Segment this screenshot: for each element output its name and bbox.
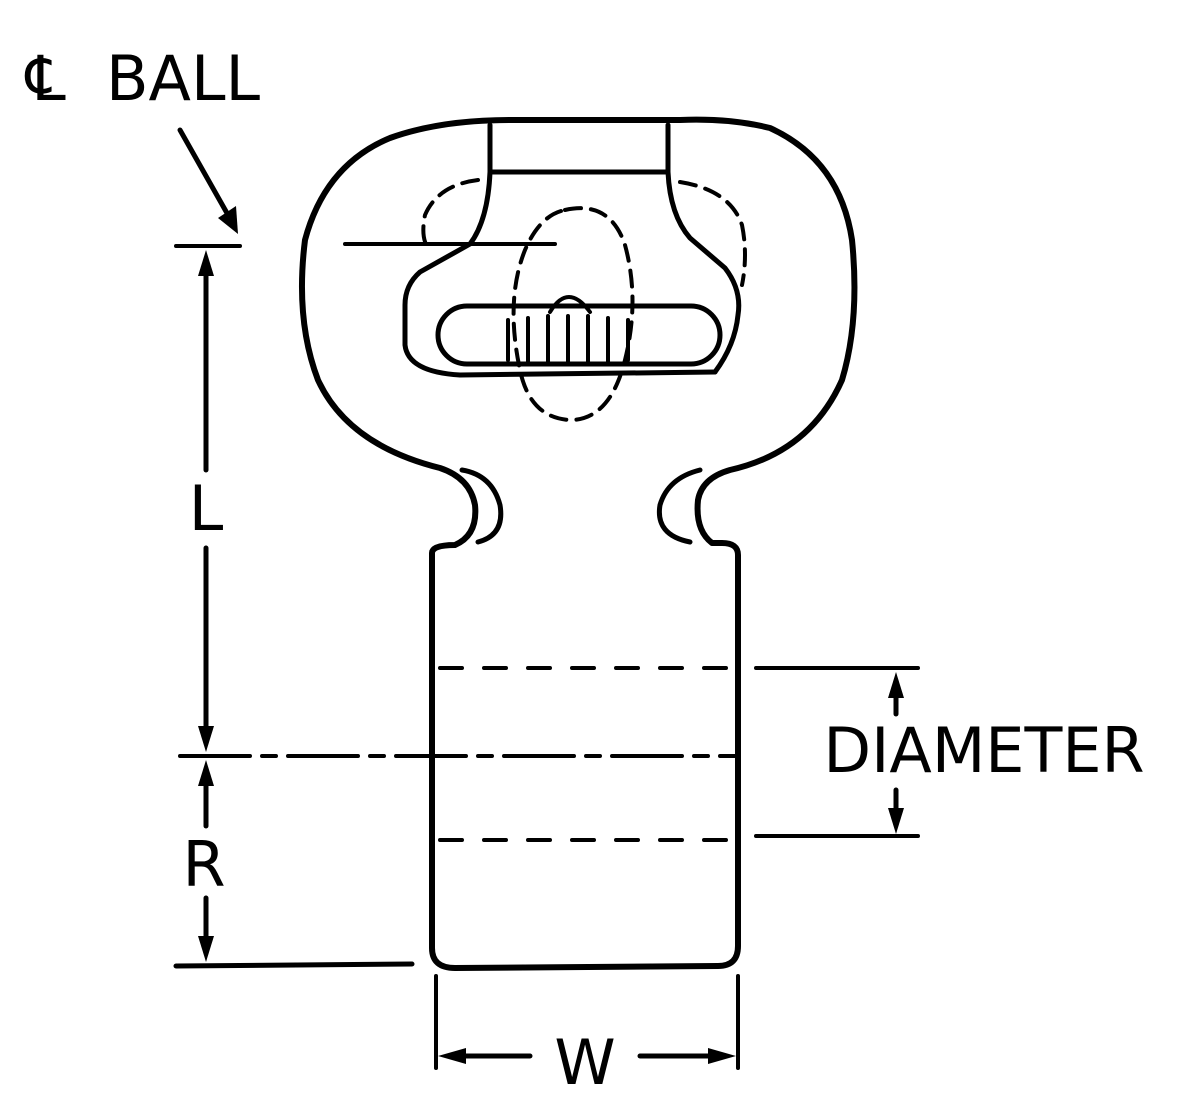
cotter-slot (435, 303, 723, 367)
width-arrow-left (438, 1048, 466, 1064)
part-outline (299, 116, 858, 971)
width-arrow-right (708, 1048, 736, 1064)
diameter-arrow-top (888, 672, 904, 698)
length-arrow-top (198, 250, 214, 276)
ball-leader-line (177, 127, 235, 225)
right-shoulder-relief (656, 467, 703, 545)
radius-arrow-top (198, 760, 214, 786)
ball-label: BALL (106, 42, 260, 115)
radius-arrow-bottom (198, 936, 214, 962)
cotter-key (506, 295, 630, 364)
socket-left-inner (402, 122, 493, 378)
socket-right-inner (665, 122, 742, 375)
diameter-arrow-bottom (888, 808, 904, 834)
hidden-ball (511, 206, 635, 422)
socket-bottom-bar (457, 369, 718, 378)
radius-label: R (182, 828, 225, 901)
length-arrow-bottom (198, 726, 214, 752)
left-shoulder-relief (459, 467, 504, 545)
length-label: L (189, 472, 224, 545)
bottom-extension (173, 961, 415, 969)
diameter-label: DIAMETER (823, 714, 1144, 787)
hidden-pocket (421, 178, 747, 287)
width-label: W (554, 1026, 615, 1099)
ball-leader-arrowhead (218, 206, 238, 234)
centerline-symbol: ℄ (24, 42, 66, 115)
